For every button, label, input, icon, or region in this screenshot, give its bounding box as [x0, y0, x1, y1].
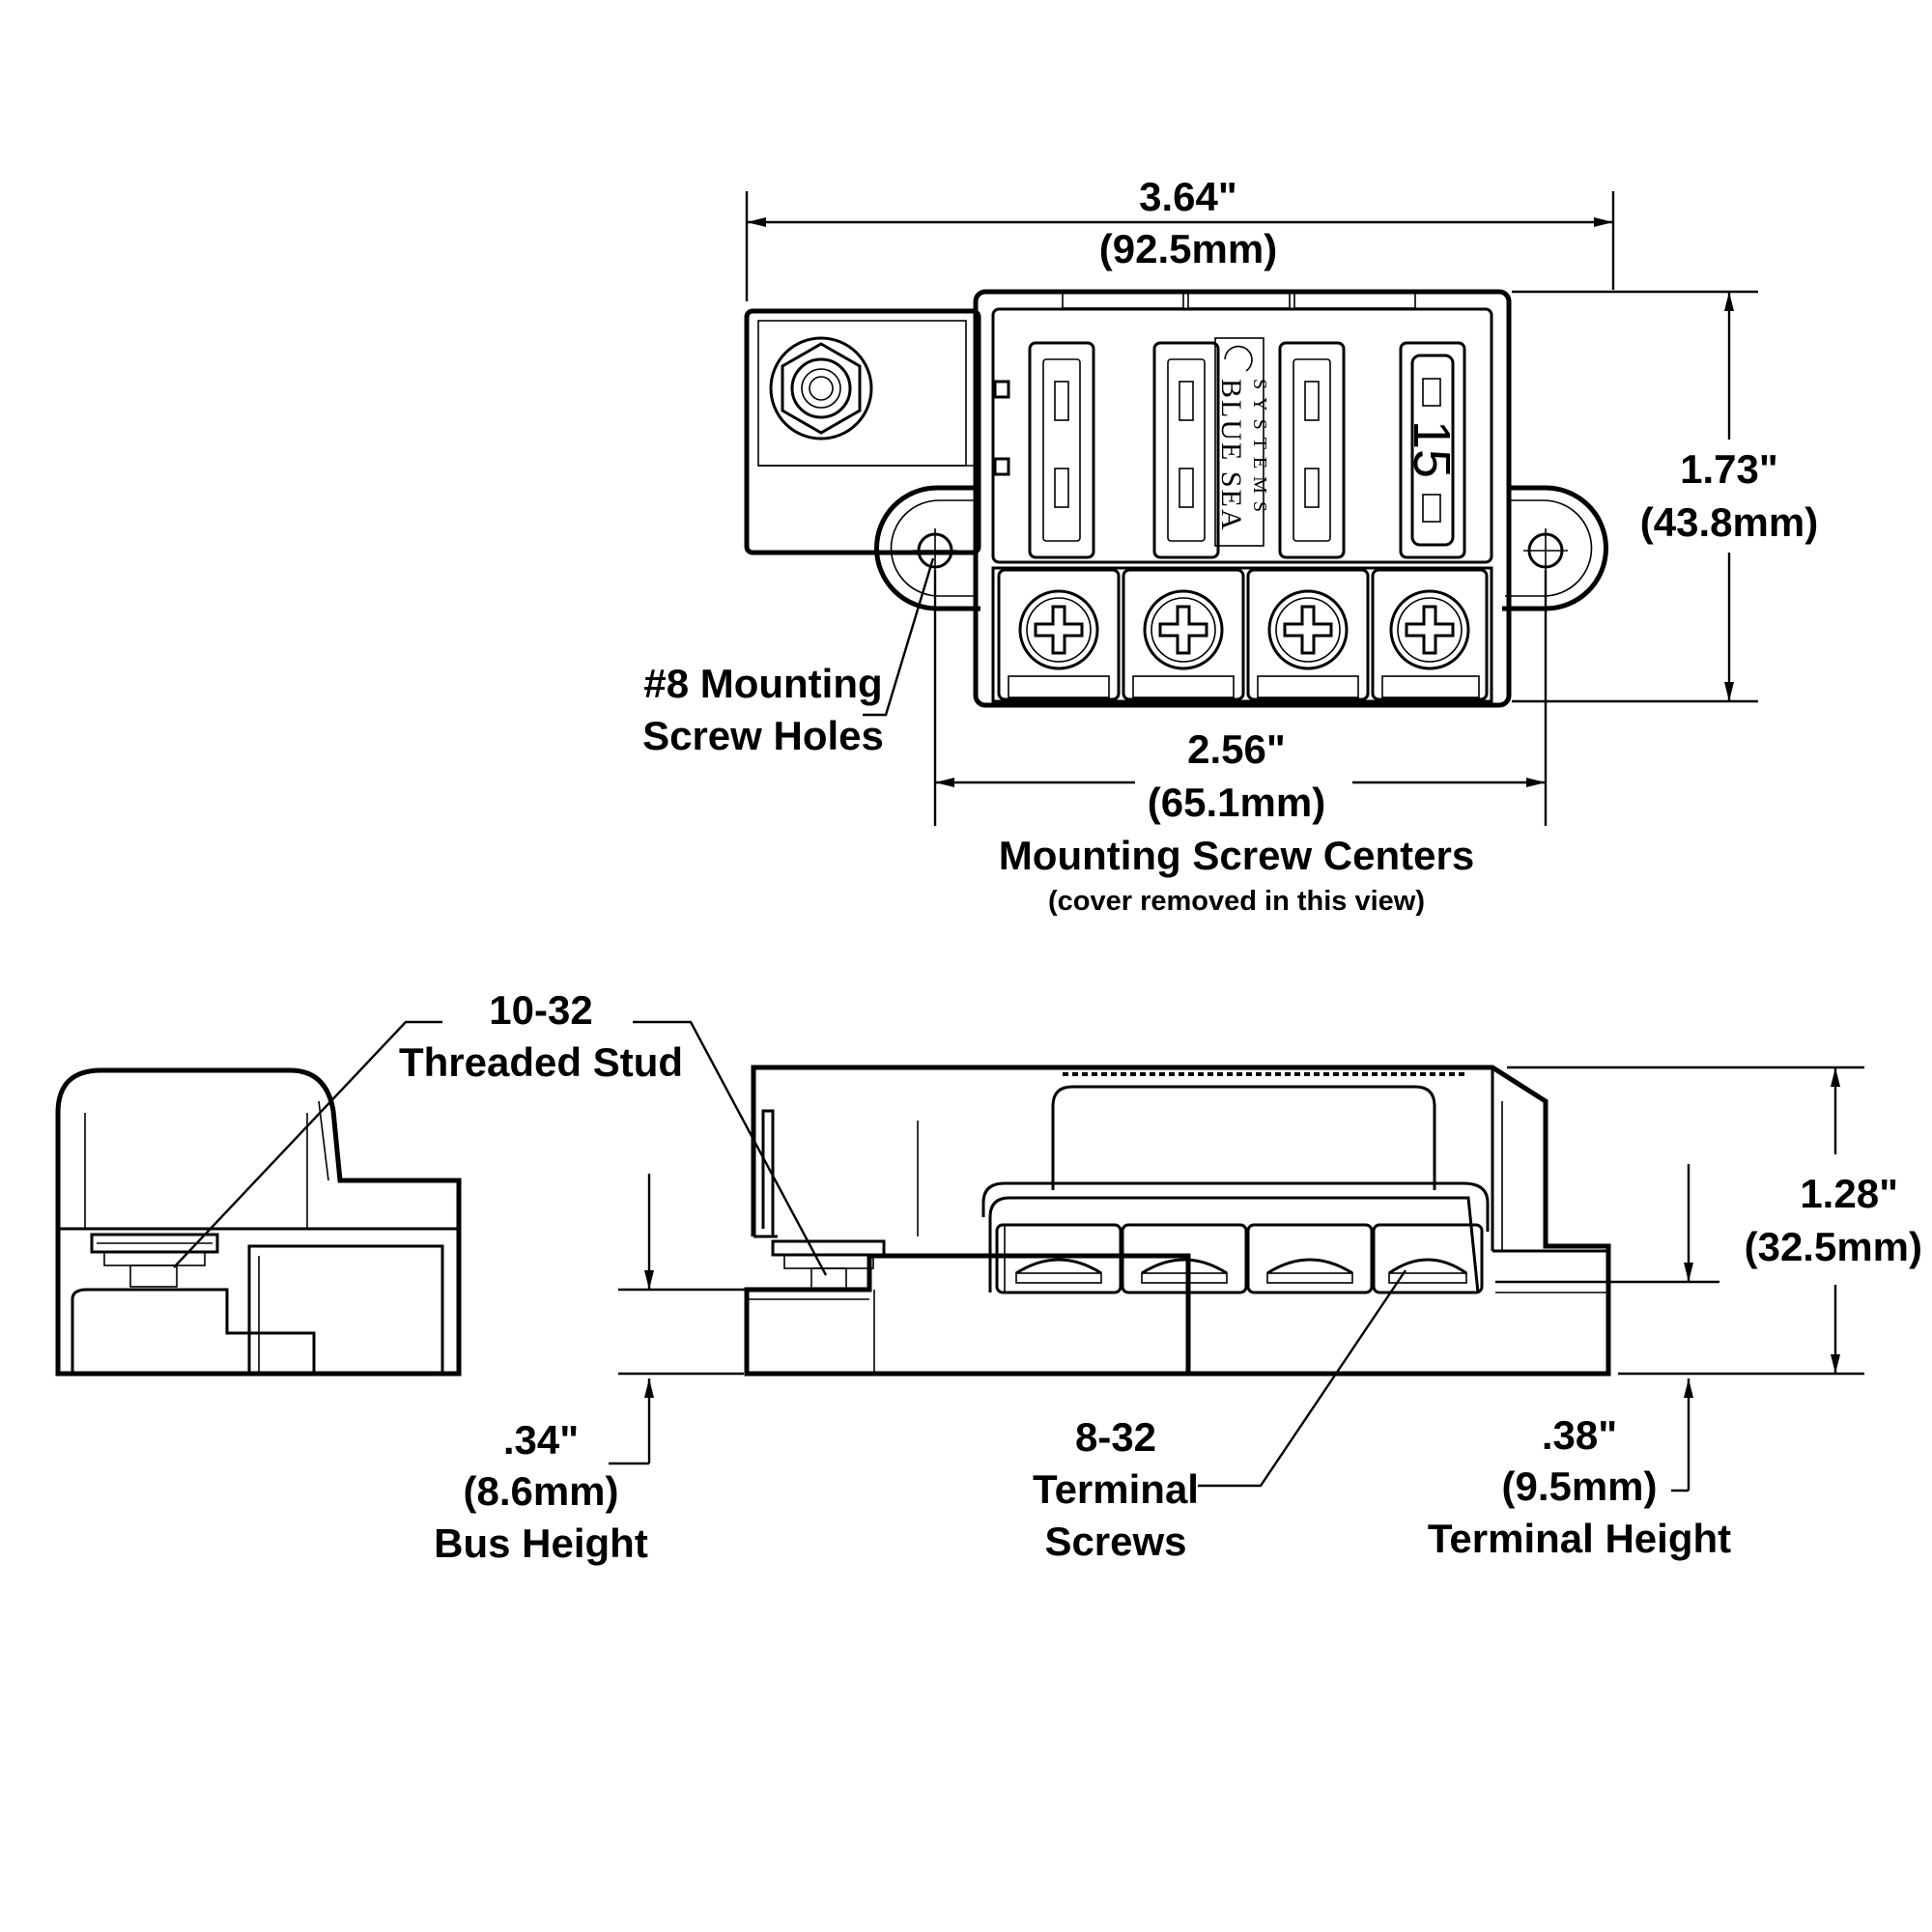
dim-bus-height: [609, 1174, 753, 1465]
leader-stud-end: [173, 1020, 442, 1268]
overall-width-inch: 3.64": [1139, 174, 1237, 219]
bus-height-inch: .34": [503, 1417, 579, 1463]
terminal-screws-line2: Terminal: [1033, 1466, 1199, 1512]
bus-height-mm: (8.6mm): [463, 1468, 618, 1514]
overall-height-inch: 1.28": [1800, 1171, 1898, 1216]
threaded-stud-end: [90, 1233, 219, 1288]
terminal-screws-line1: 8-32: [1075, 1414, 1156, 1460]
stud-line2: Threaded Stud: [399, 1039, 683, 1085]
mounting-holes-line1: #8 Mounting: [643, 661, 882, 706]
threaded-stud-top: [769, 336, 873, 440]
phillips-screw-icon: [1034, 605, 1084, 655]
dim-overall-depth: [1512, 290, 1758, 703]
left-mounting-ear: [874, 485, 980, 611]
terminal-side-3: [1246, 1223, 1374, 1294]
brand-line1: BLUE SEA: [1215, 379, 1247, 532]
leader-mounting-holes: [863, 557, 935, 717]
dim-terminal-height: [1495, 1164, 1719, 1492]
terminal-2: [1122, 568, 1245, 701]
brand-logo-icon: [1224, 345, 1253, 372]
terminal-side-1: [995, 1223, 1122, 1294]
fuse-block-body: [973, 289, 1512, 708]
terminal-screws-line3: Screws: [1044, 1519, 1186, 1564]
overall-depth-mm: (43.8mm): [1640, 499, 1818, 545]
mounting-holes-line2: Screw Holes: [642, 713, 884, 758]
screw-centers-label: Mounting Screw Centers: [999, 833, 1474, 878]
screw-centers-mm: (65.1mm): [1148, 780, 1325, 825]
screw-centers-note: (cover removed in this view): [1048, 886, 1425, 917]
dim-overall-width: [745, 191, 1615, 301]
dim-screw-centers: [933, 570, 1548, 826]
leader-terminal-screws: [1198, 1269, 1406, 1488]
leader-stud-side: [633, 1020, 828, 1276]
fuse-slot-4: [1399, 341, 1466, 559]
brand-line2: SYSTEMS: [1249, 379, 1270, 520]
screw-centers-inch: 2.56": [1187, 726, 1286, 772]
overall-height-mm: (32.5mm): [1745, 1224, 1922, 1269]
right-mounting-ear: [1502, 485, 1608, 611]
terminal-1: [997, 568, 1121, 701]
terminal-side-4: [1372, 1223, 1484, 1294]
phillips-screw-icon: [1405, 605, 1455, 655]
terminal-height-mm: (9.5mm): [1501, 1463, 1657, 1509]
terminal-3: [1246, 568, 1370, 701]
terminal-side-2: [1121, 1223, 1248, 1294]
fuse-slot-3: [1278, 341, 1346, 559]
fuse-rating-label: 15: [1403, 420, 1461, 478]
end-view: [55, 1067, 462, 1377]
stud-line1: 10-32: [489, 987, 592, 1033]
dim-overall-height: [1507, 1065, 1864, 1376]
overall-width-mm: (92.5mm): [1099, 226, 1277, 271]
fuse-slot-1: [1028, 341, 1095, 559]
threaded-stud-side: [771, 1239, 886, 1291]
phillips-screw-icon: [1283, 605, 1333, 655]
fuse-slot-2: [1152, 341, 1220, 559]
top-view: 15 BLUE SEA SYSTEMS: [744, 191, 1758, 826]
bus-height-label: Bus Height: [434, 1520, 648, 1566]
bus-housing: [744, 308, 981, 555]
overall-depth-inch: 1.73": [1680, 446, 1778, 492]
terminal-4: [1371, 568, 1489, 701]
terminal-height-label: Terminal Height: [1428, 1516, 1731, 1561]
terminal-strip: [991, 566, 1493, 703]
side-view: [173, 1020, 1864, 1492]
phillips-screw-icon: [1158, 605, 1208, 655]
terminal-height-inch: .38": [1542, 1412, 1617, 1458]
